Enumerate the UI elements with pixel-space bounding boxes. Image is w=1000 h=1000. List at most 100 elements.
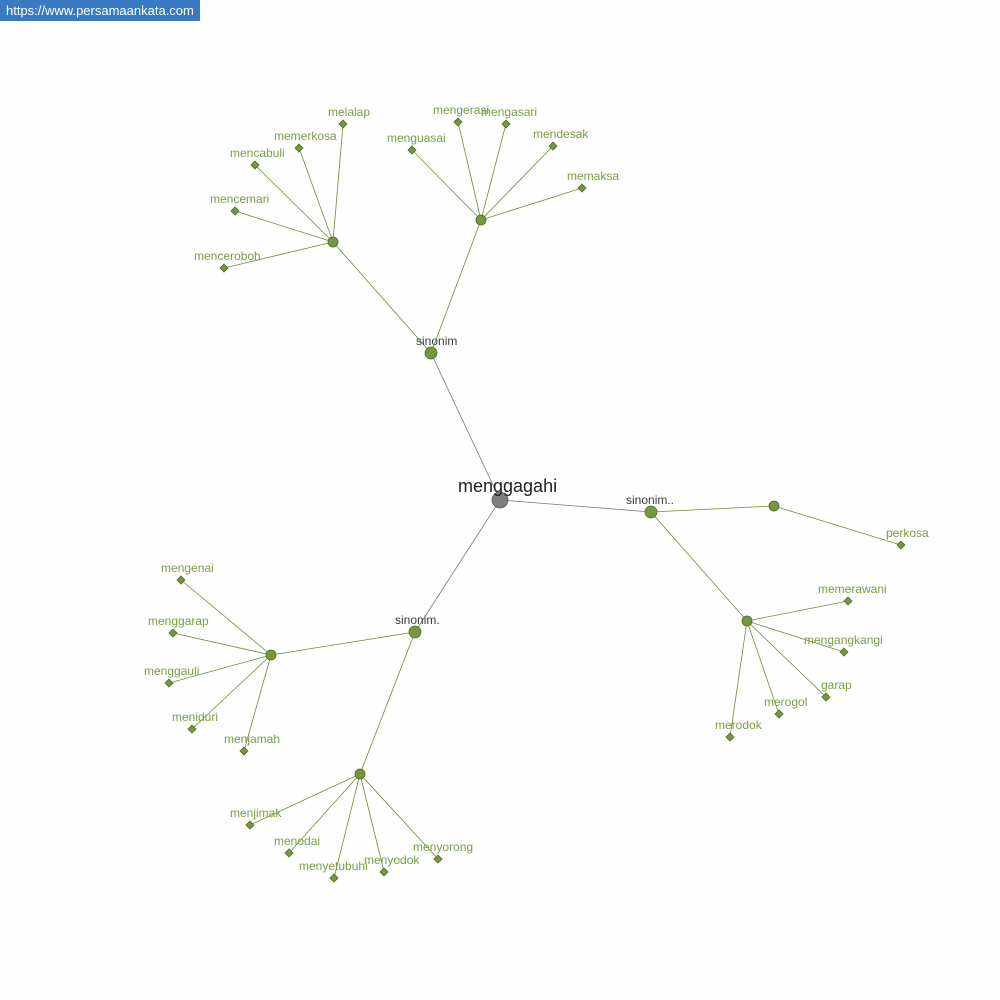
hub-node-h2[interactable] <box>644 505 658 519</box>
root-label[interactable]: menggagahi <box>458 476 557 496</box>
edge-h1-c1 <box>332 241 432 354</box>
leaf-node-menjimak[interactable] <box>245 820 255 830</box>
edge-h3-c6 <box>359 631 416 775</box>
leaf-node-merogol[interactable] <box>774 709 784 719</box>
hub-node-h1[interactable] <box>424 346 438 360</box>
edge-c5-menjamah <box>243 654 272 752</box>
edge-c6-menyetubuhi <box>333 773 361 879</box>
edge-h2-c4 <box>650 511 748 622</box>
leaf-label-mendesak[interactable]: mendesak <box>533 127 589 141</box>
edge-c3-perkosa <box>773 505 902 546</box>
leaf-node-menggauli[interactable] <box>164 678 174 688</box>
leaf-node-memerawani[interactable] <box>843 596 853 606</box>
leaf-node-menyorong[interactable] <box>433 854 443 864</box>
leaf-node-mencemari[interactable] <box>230 206 240 216</box>
site-url-badge[interactable]: https://www.persamaankata.com <box>0 0 200 21</box>
leaf-node-mengenai[interactable] <box>176 575 186 585</box>
leaf-label-garap[interactable]: garap <box>821 678 852 692</box>
leaf-node-menyetubuhi[interactable] <box>329 873 339 883</box>
edge-c4-merodok <box>729 620 748 738</box>
edge-h2-c3 <box>650 505 775 513</box>
leaf-label-mencabuli[interactable]: mencabuli <box>230 146 285 160</box>
edge-c2-memaksa <box>480 187 583 221</box>
leaf-label-melalap[interactable]: melalap <box>328 105 370 119</box>
edge-root-h3 <box>414 499 501 633</box>
edge-root-h1 <box>430 352 501 501</box>
edge-c4-merogol <box>746 620 780 715</box>
edge-c1-menceroboh <box>223 241 334 269</box>
cluster-node-c3 <box>768 500 780 512</box>
leaf-node-mendesak[interactable] <box>548 141 558 151</box>
leaf-label-perkosa[interactable]: perkosa <box>886 526 929 540</box>
leaf-label-meniduri[interactable]: meniduri <box>172 710 218 724</box>
leaf-label-mencemari[interactable]: mencemari <box>210 192 269 206</box>
leaf-node-menceroboh[interactable] <box>219 263 229 273</box>
edge-c1-mencemari <box>234 210 334 243</box>
edge-c5-menggarap <box>172 632 272 656</box>
hub-node-h3[interactable] <box>408 625 422 639</box>
leaf-label-memaksa[interactable]: memaksa <box>567 169 619 183</box>
hub-label-h3[interactable]: sinonim. <box>395 613 440 627</box>
leaf-label-merogol[interactable]: merogol <box>764 695 807 709</box>
leaf-node-memaksa[interactable] <box>577 183 587 193</box>
leaf-label-mengasari[interactable]: mengasari <box>481 105 537 119</box>
edge-c2-mengerasi <box>457 121 482 221</box>
leaf-label-mengenai[interactable]: mengenai <box>161 561 214 575</box>
leaf-node-menggarap[interactable] <box>168 628 178 638</box>
leaf-label-menceroboh[interactable]: menceroboh <box>194 249 261 263</box>
leaf-node-mencabuli[interactable] <box>250 160 260 170</box>
leaf-node-mengasari[interactable] <box>501 119 511 129</box>
graph-labels: menceroboh mencemari mencabuli memerkosa mel… <box>144 103 929 873</box>
graph-edges <box>168 121 902 879</box>
edge-c4-garap <box>746 620 827 698</box>
leaf-label-mengangkangi[interactable]: mengangkangi <box>804 633 883 647</box>
leaf-label-menyodok[interactable]: menyodok <box>364 853 420 867</box>
leaf-node-garap[interactable] <box>821 692 831 702</box>
leaf-label-menyorong[interactable]: menyorong <box>413 840 473 854</box>
graph-nodes <box>164 117 906 883</box>
edge-c1-mencabuli <box>254 164 334 243</box>
hub-label-h2[interactable]: sinonim.. <box>626 493 674 507</box>
leaf-node-menodai[interactable] <box>284 848 294 858</box>
root-node[interactable] <box>491 491 509 509</box>
leaf-label-menggarap[interactable]: menggarap <box>148 614 209 628</box>
leaf-label-mengerasi[interactable]: mengerasi <box>433 103 489 117</box>
leaf-node-melalap[interactable] <box>338 119 348 129</box>
leaf-node-memerkosa[interactable] <box>294 143 304 153</box>
leaf-label-menodai[interactable]: menodai <box>274 834 320 848</box>
cluster-node-c6 <box>354 768 366 780</box>
edge-c6-menodai <box>288 773 361 854</box>
edge-c2-mendesak <box>480 145 554 221</box>
leaf-node-perkosa[interactable] <box>896 540 906 550</box>
leaf-node-merodok[interactable] <box>725 732 735 742</box>
edge-c1-melalap <box>332 123 344 243</box>
leaf-node-menyodok[interactable] <box>379 867 389 877</box>
edge-root-h2 <box>499 499 652 513</box>
edge-c6-menjimak <box>249 773 361 826</box>
leaf-node-mengangkangi[interactable] <box>839 647 849 657</box>
edge-c2-mengasari <box>480 123 507 221</box>
leaf-label-memerawani[interactable]: memerawani <box>818 582 887 596</box>
edge-c4-memerawani <box>746 600 849 622</box>
leaf-node-menguasai[interactable] <box>407 145 417 155</box>
leaf-node-meniduri[interactable] <box>187 724 197 734</box>
edge-c6-menyorong <box>359 773 439 860</box>
cluster-node-c1 <box>327 236 339 248</box>
edge-h3-c5 <box>270 631 416 656</box>
leaf-label-merodok[interactable]: merodok <box>715 718 763 732</box>
leaf-label-menggauli[interactable]: menggauli <box>144 664 199 678</box>
hub-label-h1[interactable]: sinonim <box>416 334 457 348</box>
edge-c6-menyodok <box>359 773 385 873</box>
leaf-label-menguasai[interactable]: menguasai <box>387 131 446 145</box>
leaf-label-menyetubuhi[interactable]: menyetubuhi <box>299 859 368 873</box>
leaf-label-menjamah[interactable]: menjamah <box>224 732 280 746</box>
leaf-node-menjamah[interactable] <box>239 746 249 756</box>
leaf-label-menjimak[interactable]: menjimak <box>230 806 282 820</box>
edge-c5-meniduri <box>191 654 272 730</box>
cluster-node-c5 <box>265 649 277 661</box>
edge-c4-mengangkangi <box>746 620 845 653</box>
leaf-node-mengerasi[interactable] <box>453 117 463 127</box>
edge-h1-c2 <box>430 219 482 354</box>
leaf-label-memerkosa[interactable]: memerkosa <box>274 129 337 143</box>
